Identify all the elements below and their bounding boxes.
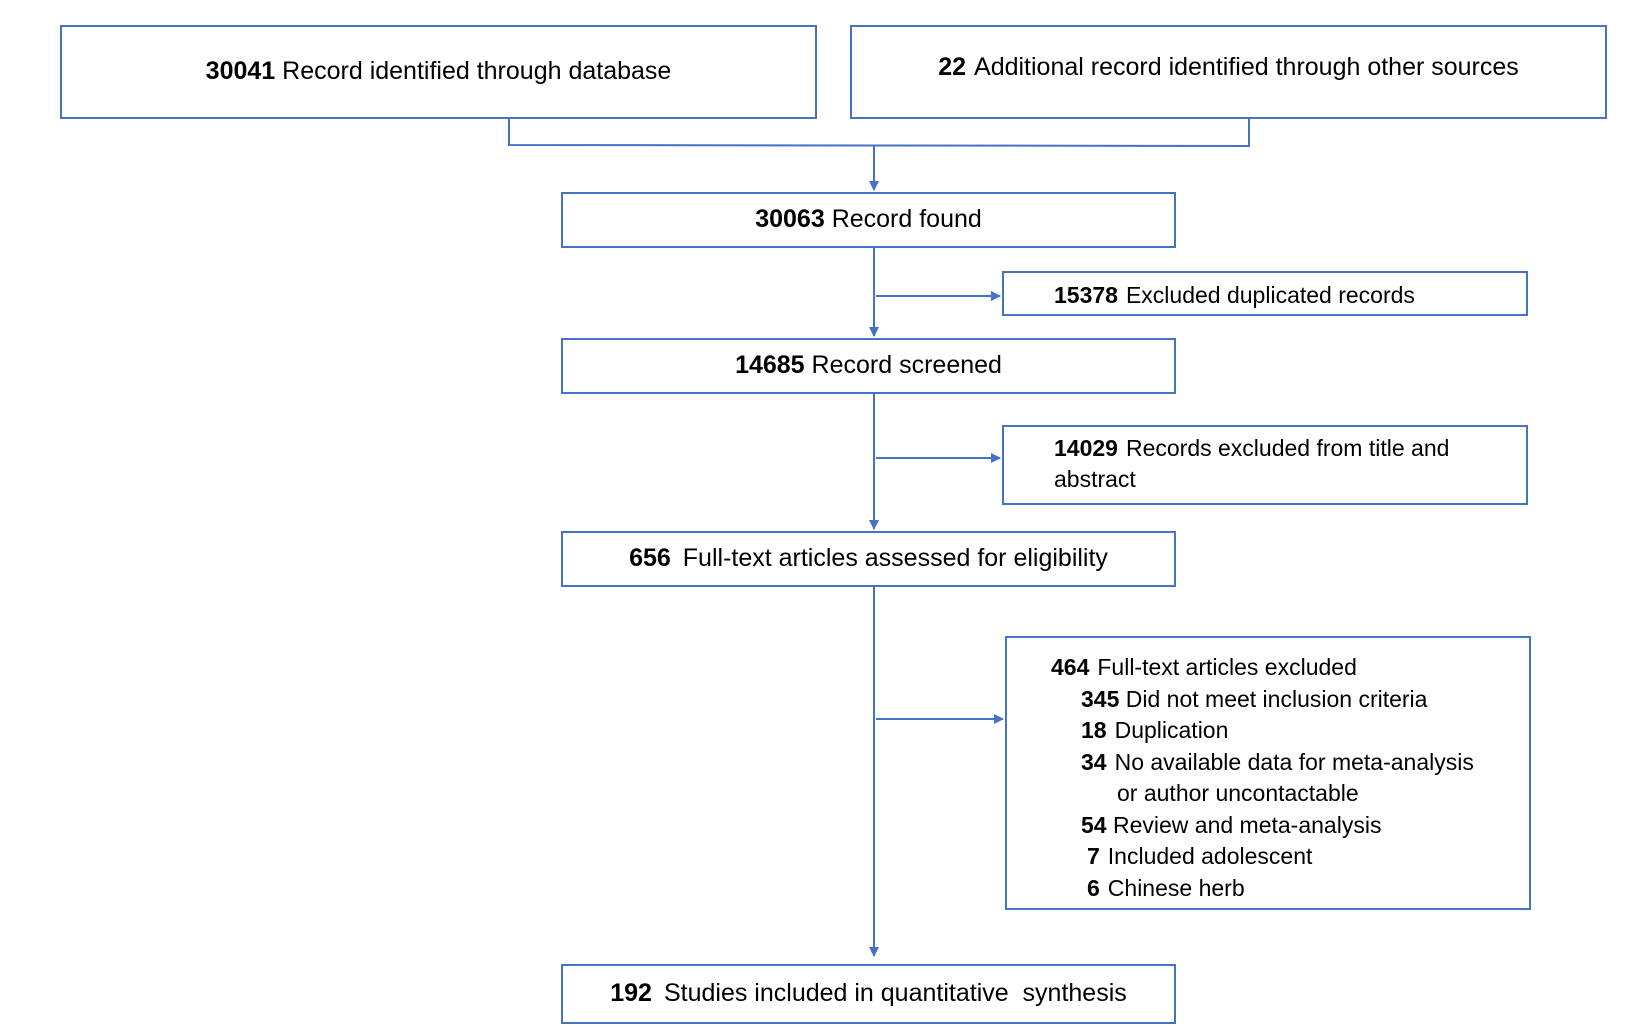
- exclusion-reason: 7 Included adolescent: [1051, 841, 1529, 873]
- reason-label: Duplication: [1114, 717, 1229, 743]
- screened-label: Record screened: [811, 351, 1002, 380]
- title-abstract-count: 14029: [1054, 435, 1118, 461]
- duplicates-count: 15378: [1054, 282, 1118, 308]
- found-label: Record found: [831, 205, 982, 234]
- box-records-screened: 14685 Record screened: [561, 338, 1176, 394]
- reason-count: 34: [1081, 748, 1107, 775]
- title-abstract-label-line2: abstract: [1054, 466, 1136, 492]
- box-records-database: 30041 Record identified through database: [60, 25, 817, 119]
- exclusion-reason: 345 Did not meet inclusion criteria: [1051, 684, 1529, 716]
- reason-label: Chinese herb: [1107, 874, 1245, 901]
- excluded-label: Full-text articles excluded: [1097, 654, 1357, 680]
- reason-count: 345: [1081, 685, 1120, 712]
- found-count: 30063: [755, 205, 825, 234]
- exclusion-reason: 6 Chinese herb: [1051, 873, 1529, 905]
- exclusion-reason: 18 Duplication: [1051, 715, 1529, 747]
- box-excluded-duplicates: 15378 Excluded duplicated records: [1002, 271, 1528, 316]
- exclusion-reason: 54 Review and meta-analysis: [1051, 810, 1529, 842]
- reason-count: 18: [1081, 717, 1107, 743]
- box-excluded-title-abstract: 14029 Records excluded from title and abs…: [1002, 425, 1528, 505]
- box-fulltext-excluded: 464 Full-text articles excluded 345 Did n…: [1005, 636, 1531, 910]
- included-count: 192: [610, 979, 652, 1008]
- box-studies-included: 192 Studies included in quantitative synt…: [561, 964, 1176, 1024]
- database-count: 30041: [205, 57, 276, 86]
- reason-count: 6: [1087, 874, 1100, 901]
- included-label: Studies included in quantitative synthes…: [663, 979, 1127, 1008]
- exclusion-reason: 34 No available data for meta-analysis: [1051, 747, 1529, 779]
- reason-label: No available data for meta-analysis: [1114, 748, 1474, 775]
- excluded-count: 464: [1051, 654, 1090, 680]
- reason-count: 7: [1087, 843, 1100, 869]
- fulltext-count: 656: [629, 544, 671, 573]
- database-label: Record identified through database: [282, 57, 672, 86]
- screened-count: 14685: [735, 351, 805, 380]
- reason-count: 54: [1081, 811, 1107, 838]
- reason-label: Included adolescent: [1107, 843, 1313, 869]
- reason-label: Review and meta-analysis: [1112, 811, 1382, 838]
- title-abstract-label-line1: Records excluded from title and: [1125, 435, 1450, 461]
- merge-connector: [508, 119, 1250, 148]
- other-sources-count: 22: [938, 53, 967, 82]
- exclusion-reason-continued: or author uncontactable: [1117, 780, 1359, 806]
- excluded-heading: 464 Full-text articles excluded: [1051, 652, 1529, 684]
- reason-label: Did not meet inclusion criteria: [1125, 685, 1428, 712]
- box-records-found: 30063 Record found: [561, 192, 1176, 248]
- duplicates-label: Excluded duplicated records: [1125, 282, 1415, 308]
- box-fulltext-assessed: 656 Full-text articles assessed for eligi…: [561, 531, 1176, 587]
- other-sources-label: Additional record identified through oth…: [974, 53, 1519, 82]
- fulltext-label: Full-text articles assessed for eligibil…: [682, 544, 1108, 573]
